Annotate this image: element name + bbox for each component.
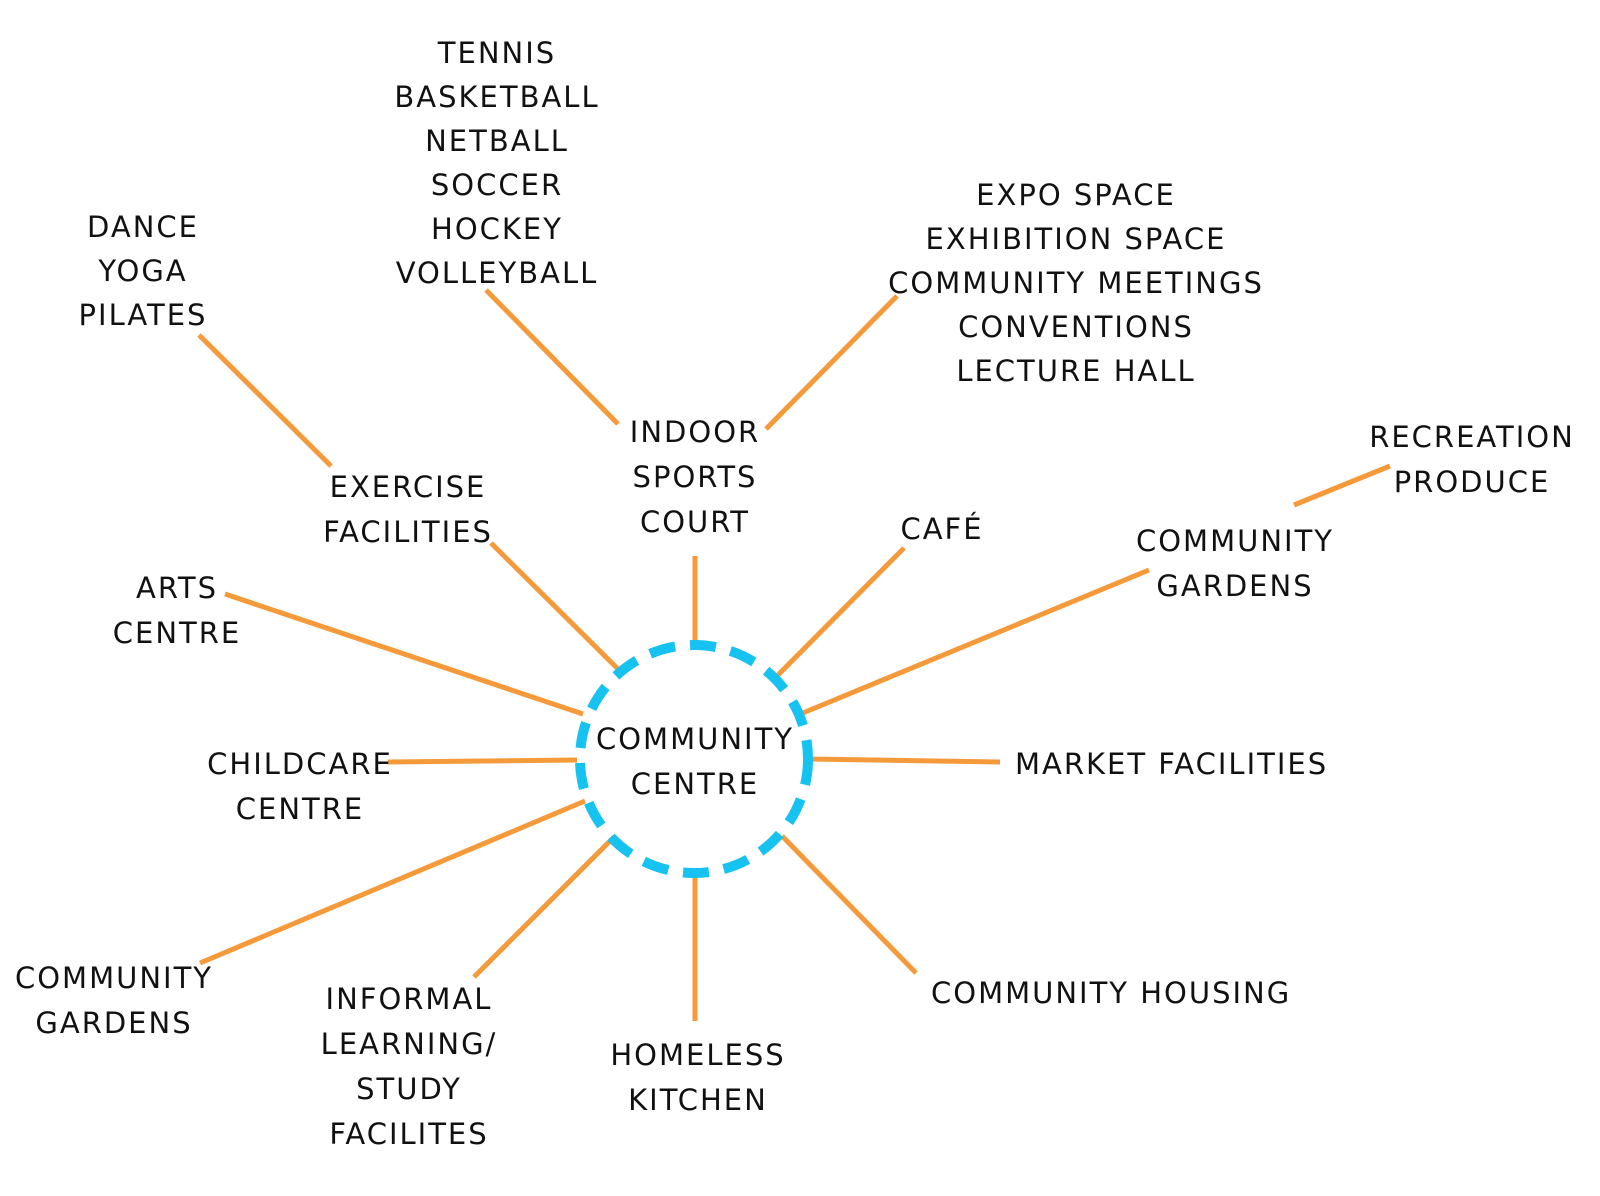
connector-arts-centre [224, 591, 584, 717]
node-line: HOMELESS [610, 1038, 786, 1072]
node-community-gardens-right: COMMUNITY GARDENS [1136, 519, 1334, 609]
connector-sports-list [484, 288, 620, 426]
sub-node-line: HOCKEY [431, 212, 563, 246]
node-line: MARKET FACILITIES [1015, 747, 1329, 781]
connector-informal-learning [472, 835, 616, 979]
sub-node-line: RECREATION [1369, 420, 1575, 454]
node-line: COURT [639, 505, 751, 539]
node-line: STUDY [356, 1072, 462, 1106]
hub-ring [575, 640, 813, 878]
sub-node-line: DANCE [87, 210, 199, 244]
node-homeless-kitchen: HOMELESS KITCHEN [610, 1033, 785, 1123]
node-line: GARDENS [1156, 569, 1314, 603]
node-line: CENTRE [235, 792, 365, 826]
node-exercise-facilities: EXERCISE FACILITIES [323, 465, 493, 555]
sub-node-line: TENNIS [437, 36, 557, 70]
node-cafe: CAFÉ [900, 507, 983, 552]
node-community-gardens-left: COMMUNITY GARDENS [15, 956, 213, 1046]
sub-node-line: PRODUCE [1393, 465, 1551, 499]
node-line: GARDENS [35, 1006, 193, 1040]
node-arts-centre: ARTS CENTRE [113, 566, 241, 656]
connector-events-list [764, 294, 899, 431]
node-line: COMMUNITY [1135, 524, 1335, 558]
sub-node-line: BASKETBALL [394, 80, 600, 114]
connector-community-gardens-right [797, 567, 1150, 718]
node-childcare-centre: CHILDCARE CENTRE [207, 742, 393, 832]
connector-cafe [775, 546, 906, 678]
connector-gardens-list [1293, 463, 1391, 508]
node-line: INFORMAL [325, 982, 493, 1016]
connector-community-gardens-left [199, 798, 586, 966]
sub-node-sports-list: TENNIS BASKETBALL NETBALL SOCCER HOCKEY … [394, 31, 599, 295]
node-line: CENTRE [112, 616, 242, 650]
sub-node-line: LECTURE HALL [956, 354, 1196, 388]
hub-line: COMMUNITY [595, 722, 795, 756]
node-line: INDOOR [629, 415, 761, 449]
node-informal-learning: INFORMAL LEARNING/ STUDY FACILITES [321, 977, 498, 1157]
sub-node-line: EXPO SPACE [976, 178, 1176, 212]
node-line: FACILITES [329, 1117, 489, 1151]
node-line: SPORTS [632, 460, 758, 494]
sub-node-gardens-list: RECREATION PRODUCE [1369, 415, 1575, 505]
sub-node-line: YOGA [98, 254, 188, 288]
sub-node-line: CONVENTIONS [958, 310, 1194, 344]
node-line: CHILDCARE [207, 747, 393, 781]
node-market-facilities: MARKET FACILITIES [1015, 742, 1328, 787]
hub-line: CENTRE [630, 767, 760, 801]
connector-exercise-facilities [489, 541, 622, 673]
node-line: COMMUNITY HOUSING [931, 976, 1292, 1010]
sub-node-line: VOLLEYBALL [395, 256, 599, 290]
node-line: EXERCISE [329, 470, 487, 504]
node-line: CAFÉ [900, 512, 984, 546]
sub-node-events-list: EXPO SPACE EXHIBITION SPACE COMMUNITY ME… [888, 173, 1264, 393]
node-community-housing: COMMUNITY HOUSING [931, 971, 1291, 1016]
sub-node-exercise-list: DANCE YOGA PILATES [79, 205, 208, 337]
connector-market-facilities [807, 756, 1001, 765]
sub-node-line: EXHIBITION SPACE [925, 222, 1227, 256]
node-indoor-sports-court: INDOOR SPORTS COURT [630, 410, 760, 545]
node-line: COMMUNITY [14, 961, 214, 995]
sub-node-line: NETBALL [425, 124, 569, 158]
connector-exercise-list [197, 333, 333, 468]
sub-node-line: SOCCER [430, 168, 564, 202]
connector-community-housing [780, 834, 918, 975]
node-line: FACILITIES [323, 515, 493, 549]
connector-childcare-centre [387, 757, 578, 765]
sub-node-line: COMMUNITY MEETINGS [888, 266, 1264, 300]
hub-label: COMMUNITY CENTRE [596, 717, 794, 807]
node-line: ARTS [135, 571, 219, 605]
node-line: LEARNING/ [320, 1027, 498, 1061]
node-line: KITCHEN [628, 1083, 768, 1117]
sub-node-line: PILATES [78, 298, 208, 332]
